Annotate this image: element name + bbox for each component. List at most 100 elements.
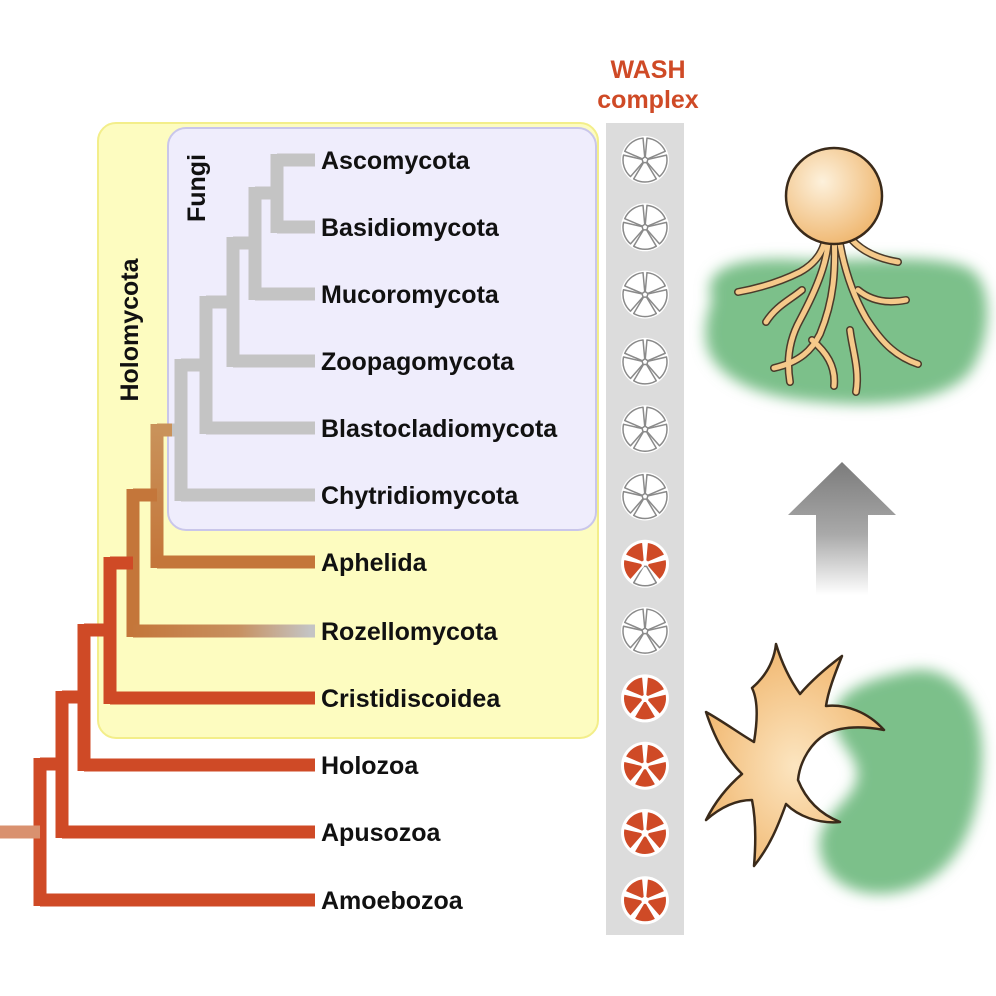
taxon-label: Aphelida [321,549,428,577]
taxon-label: Ascomycota [321,147,471,175]
fungi-branches [170,153,315,502]
taxon-label: Chytridiomycota [321,482,519,510]
wash-subunit [644,810,667,833]
wash-complex-icon [621,876,669,925]
wash-subunit [632,834,658,856]
taxon-label: Rozellomycota [321,618,499,646]
wash-subunit [646,490,668,514]
wash-subunit [632,498,658,520]
wash-subunit [622,692,645,716]
wash-complex-icon [621,136,669,184]
wash-subunit [645,827,668,851]
wash-subunit [632,363,658,385]
wash-subunit [632,161,658,183]
wash-subunit [622,827,645,851]
sporangium-bulb [784,146,884,246]
wash-subunit [632,431,658,452]
fungal-cell-illustration [705,146,988,405]
wash-subunit [622,154,644,178]
wash-subunit [632,565,658,587]
wash-subunit [645,557,668,582]
wash-subunit [623,742,646,766]
wash-subunit [622,221,644,245]
wash-complex-icon [621,472,669,521]
wash-subunit [632,296,658,318]
rhizoids [734,226,922,396]
wash-complex-icon [621,203,669,252]
taxon-label: Apusozoa [321,819,442,847]
taxon-label: Mucoromycota [321,281,500,309]
wash-subunit [623,877,646,901]
taxon-label: Zoopagomycota [321,348,515,376]
taxon-label: Holozoa [321,752,419,780]
phylogenetic-tree [0,153,315,907]
wash-subunit [644,406,666,429]
wash-subunit [644,877,667,901]
wash-subunit [646,288,668,312]
wash-subunit [623,540,646,564]
wash-complex-icon [621,674,669,723]
wash-subunit [624,608,646,631]
wash-complex-icon [621,405,669,454]
wash-subunit [624,137,646,160]
wash-title-line1: WASH [611,56,686,84]
wash-subunit [632,901,658,924]
wash-column [606,123,684,935]
wash-subunit [645,894,668,918]
amoeboid-cell-illustration [704,642,983,894]
wash-glyphs [621,136,669,925]
amoeba-body [704,642,886,868]
wash-subunit [644,137,666,160]
wash-subunit [624,271,646,295]
wash-subunit [622,490,644,514]
wash-subunit [644,271,666,295]
wash-complex-icon [621,337,669,386]
taxon-label: Blastocladiomycota [321,415,558,443]
wash-subunit [623,810,646,833]
taxon-label: Amoebozoa [321,887,464,915]
taxon-label: Cristidiscoidea [321,685,501,713]
wash-subunit [624,339,646,362]
taxon-labels: Ascomycota Basidiomycota Mucoromycota Zo… [321,147,558,915]
wash-subunit [622,423,644,447]
wash-complex-icon [621,741,669,790]
wash-subunit [632,632,658,654]
wash-subunit [646,154,668,178]
wash-subunit [632,699,658,722]
wash-complex-icon [621,539,669,588]
wash-subunit [644,608,666,631]
wash-subunit [646,221,668,245]
wash-subunit [622,759,645,784]
wash-subunit [622,625,644,649]
wash-subunit [645,759,668,784]
wash-subunit [645,692,668,716]
taxon-label: Basidiomycota [321,214,500,242]
wash-subunit [644,204,666,227]
wash-subunit [644,540,667,564]
fungi-label: Fungi [183,154,211,222]
wash-complex-icon [621,270,669,319]
present-branches [33,556,315,907]
substrate-blob-bottom [819,669,983,894]
wash-subunit [623,675,646,699]
wash-subunit [644,742,667,766]
wash-subunit [622,288,644,312]
wash-subunit [624,204,646,227]
wash-subunit [646,423,668,447]
holomycota-label: Holomycota [116,257,144,401]
up-arrow-icon [788,462,896,595]
wash-subunit [622,894,645,918]
wash-complex-icon [621,607,669,656]
wash-subunit [622,356,644,380]
wash-subunit [644,339,666,362]
wash-subunit [632,229,658,250]
wash-complex-icon [621,809,669,857]
wash-subunit [646,625,668,649]
wash-subunit [644,473,666,497]
wash-subunit [644,675,667,699]
wash-title-line2: complex [597,86,699,114]
wash-subunit [632,767,658,789]
wash-subunit [646,356,668,380]
wash-subunit [624,473,646,497]
